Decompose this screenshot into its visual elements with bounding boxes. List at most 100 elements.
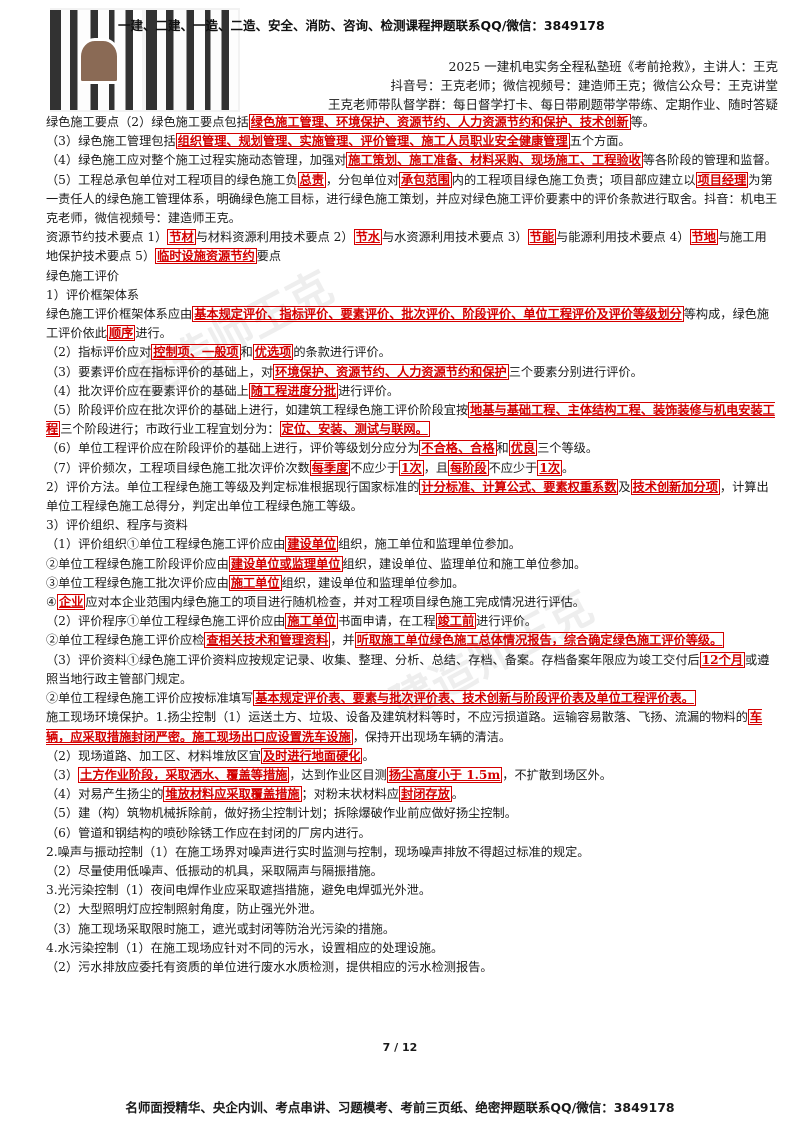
key-point-highlight: 听取施工单位绿色施工总体情况报告，综合确定绿色施工评价等级。 [354, 632, 725, 649]
key-point-highlight: 封闭存放 [399, 786, 452, 803]
text-paragraph: （2）指标评价应对控制项、一般项和优选项的条款进行评价。 [46, 343, 778, 362]
key-point-highlight: 节水 [353, 229, 382, 246]
key-point-highlight: 12个月 [699, 651, 746, 668]
text-paragraph: 资源节约技术要点 1）节材与材料资源利用技术要点 2）节水与水资源利用技术要点 … [46, 228, 778, 266]
text-run: 3.光污染控制（1）夜间电焊作业应采取遮挡措施，避免电焊弧光外泄。 [46, 883, 432, 898]
text-run: 进行评价。 [338, 383, 400, 398]
key-point-highlight: 定位、安装、测试与联网。 [279, 421, 430, 438]
key-point-highlight: 企业 [56, 594, 86, 611]
text-run: 等。 [630, 115, 655, 129]
text-run: （3）施工现场采取限时施工，遮光或封闭等防治光污染的措施。 [46, 921, 396, 936]
course-title: 2025 一建机电实务全程私塾班《考前抢救》，主讲人：王克 [448, 59, 778, 74]
text-paragraph: （2）污水排放应委托有资质的单位进行废水水质检测，提供相应的污水检测报告。 [46, 958, 778, 977]
text-run: 不应少于 [350, 460, 400, 475]
text-paragraph: ②单位工程绿色施工评价应按标准填写基本规定评价表、要素与批次评价表、技术创新与阶… [46, 689, 778, 708]
text-paragraph: （1）评价组织①单位工程绿色施工评价应由建设单位组织，施工单位和监理单位参加。 [46, 535, 778, 554]
text-paragraph: 2）评价方法。单位工程绿色施工等级及判定标准根据现行国家标准的计分标准、计算公式… [46, 478, 778, 516]
text-run: 和 [240, 345, 253, 360]
text-paragraph: （3）绿色施工管理包括组织管理、规划管理、实施管理、评价管理、施工人员职业安全健… [46, 132, 778, 151]
text-run: 与水资源利用技术要点 3） [381, 230, 528, 245]
key-point-highlight: 总责 [297, 171, 326, 188]
key-point-highlight: 土方作业阶段，采取洒水、覆盖等措施 [78, 766, 290, 783]
text-run: 。 [451, 787, 464, 802]
text-run: 与能源利用技术要点 4） [556, 230, 690, 245]
key-point-highlight: 项目经理 [695, 171, 749, 188]
text-paragraph: （4）批次评价应在要素评价的基础上随工程进度分批进行评价。 [46, 382, 778, 401]
text-run: 。 [562, 460, 575, 475]
text-run: 3）评价组织、程序与资料 [46, 518, 188, 533]
text-run: ，计算出单位工程绿色施工总得分，判定出单位工程绿色施工等级。 [46, 479, 769, 514]
text-paragraph: 施工现场环境保护。1.扬尘控制（1）运送土方、垃圾、设备及建筑材料等时，不应污损… [46, 708, 778, 746]
text-paragraph: ②单位工程绿色施工阶段评价应由建设单位或监理单位组织，建设单位、监理单位和施工单… [46, 555, 778, 574]
text-run: 组织，建设单位、监理单位和施工单位参加。 [342, 556, 587, 571]
text-run: ③单位工程绿色施工批次评价应由 [46, 575, 229, 590]
key-point-highlight: 1次 [537, 459, 563, 476]
text-run: （4）对易产生扬尘的 [46, 787, 164, 802]
key-point-highlight: 优良 [508, 440, 538, 457]
key-point-highlight: 施工单位 [285, 613, 339, 630]
text-run: ，且 [423, 460, 449, 475]
text-paragraph: （2）评价程序①单位工程绿色施工评价应由施工单位书面申请，在工程竣工前进行评价。 [46, 612, 778, 631]
key-point-highlight: 1次 [399, 459, 424, 476]
text-run: 三个阶段进行；市政行业工程宜划分为： [60, 422, 280, 437]
text-run: （6）单位工程评价应在阶段评价的基础上进行，评价等级划分应分为 [46, 441, 420, 456]
key-point-highlight: 技术创新加分项 [630, 478, 720, 495]
text-run: ，分包单位对 [325, 172, 400, 187]
text-run: ，并 [330, 633, 355, 648]
key-point-highlight: 查相关技术和管理资料 [204, 632, 331, 649]
text-paragraph: （6）单位工程评价应在阶段评价的基础上进行，评价等级划分应分为不合格、合格和优良… [46, 439, 778, 458]
qr-code-right [146, 10, 238, 110]
text-paragraph: （6）管道和钢结构的喷砂除锈工作应在封闭的厂房内进行。 [46, 824, 778, 843]
text-run: （5）阶段评价应在批次评价的基础上进行，如建筑工程绿色施工评价阶段宜按 [46, 403, 469, 418]
text-run: ②单位工程绿色施工阶段评价应由 [46, 556, 229, 571]
key-point-highlight: 建设单位 [285, 536, 339, 553]
text-run: 内的工程项目绿色施工负责；项目部应建立以 [451, 172, 696, 187]
text-run: 要点 [256, 249, 282, 264]
text-run: 书面申请，在工程 [338, 614, 436, 629]
text-paragraph: 绿色施工要点（2）绿色施工要点包括绿色施工管理、环境保护、资源节约、人力资源节约… [46, 113, 778, 132]
text-run: 等各阶段的管理和监督。 [642, 153, 777, 168]
key-point-highlight: 每季度 [309, 459, 351, 476]
text-paragraph: ②单位工程绿色施工评价应检查相关技术和管理资料，并听取施工单位绿色施工总体情况报… [46, 631, 778, 650]
key-point-highlight: 组织管理、规划管理、实施管理、评价管理、施工人员职业安全健康管理 [175, 133, 570, 150]
text-run: （2）污水排放应委托有资质的单位进行废水水质检测，提供相应的污水检测报告。 [46, 959, 493, 974]
text-run: 及 [618, 479, 631, 494]
text-paragraph: （5）工程总承包单位对工程项目的绿色施工负总责，分包单位对承包范围内的工程项目绿… [46, 171, 778, 229]
text-paragraph: 3.光污染控制（1）夜间电焊作业应采取遮挡措施，避免电焊弧光外泄。 [46, 881, 778, 900]
text-paragraph: 3）评价组织、程序与资料 [46, 516, 778, 535]
key-point-highlight: 环境保护、资源节约、人力资源节约和保护 [273, 363, 509, 380]
text-run: 施工现场环境保护。1.扬尘控制（1）运送土方、垃圾、设备及建筑材料等时，不应污损… [46, 710, 748, 725]
qr-code-image [50, 8, 240, 112]
text-run: （7）评价频次，工程项目绿色施工批次评价次数 [46, 460, 310, 475]
text-run: 绿色施工评价框架体系应由 [46, 307, 193, 322]
text-run: ，保持开出现场车辆的清洁。 [352, 729, 512, 744]
key-point-highlight: 节能 [527, 229, 557, 246]
study-group-line: 王克老师带队督学群：每日督学打卡、每日带刷题带学带练、定期作业、随时答疑 [327, 97, 778, 112]
key-point-highlight: 随工程进度分批 [248, 382, 339, 399]
text-run: 资源节约技术要点 1） [46, 230, 168, 245]
key-point-highlight: 建设单位或监理单位 [228, 555, 343, 572]
text-run: 与施工用地保护技术要点 5） [46, 230, 767, 264]
key-point-highlight: 基本规定评价表、要素与批次评价表、技术创新与阶段评价表及单位工程评价表。 [253, 690, 696, 707]
text-paragraph: 2.噪声与振动控制（1）在施工场界对噪声进行实时监测与控制，现场噪声排放不得超过… [46, 843, 778, 862]
key-point-highlight: 不合格、合格 [419, 440, 497, 457]
text-run: （2）大型照明灯应控制照射角度，防止强光外泄。 [46, 902, 322, 917]
text-run: （1）评价组织①单位工程绿色施工评价应由 [46, 537, 286, 552]
text-run: 2）评价方法。单位工程绿色施工等级及判定标准根据现行国家标准的 [46, 479, 420, 494]
key-point-highlight: 优选项 [252, 344, 294, 361]
key-point-highlight: 节地 [689, 229, 718, 246]
text-run: 组织，施工单位和监理单位参加。 [338, 537, 521, 552]
text-run: （3）绿色施工管理包括 [46, 134, 176, 149]
text-paragraph: （3）要素评价应在指标评价的基础上，对环境保护、资源节约、人力资源节约和保护三个… [46, 363, 778, 382]
text-run: （3）要素评价应在指标评价的基础上，对 [46, 364, 274, 379]
text-run: 进行。 [135, 326, 172, 341]
text-run: （2）现场道路、加工区、材料堆放区宜 [46, 748, 261, 763]
text-run: 4.水污染控制（1）在施工现场应针对不同的污水，设置相应的处理设施。 [46, 940, 444, 955]
contact-line: 抖音号：王克老师；微信视频号：建造师王克；微信公众号：王克讲堂 [390, 78, 778, 93]
text-run: （4）批次评价应在要素评价的基础上 [46, 383, 249, 398]
page-number: 7 / 12 [382, 1041, 418, 1054]
key-point-highlight: 承包范围 [399, 171, 452, 188]
text-run: （4）绿色施工应对整个施工过程实施动态管理，加强对 [46, 153, 347, 168]
text-paragraph: （3）评价资料①绿色施工评价资料应按规定记录、收集、整理、分析、总结、存档、备案… [46, 651, 778, 689]
